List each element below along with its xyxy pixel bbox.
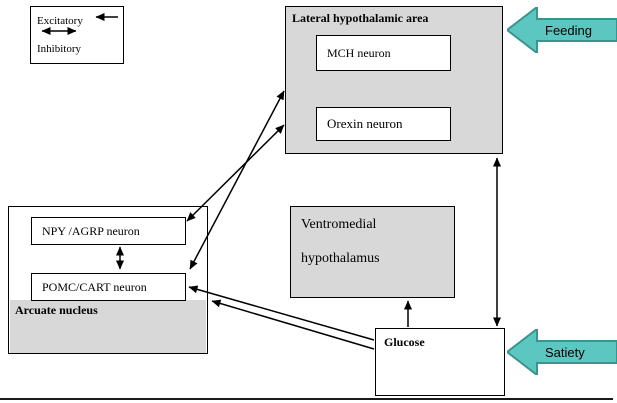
excitatory-label: Excitatory [37,15,83,27]
edge-glucose-arcuate [211,299,375,350]
npy-agrp-neuron-label: NPY /AGRP neuron [42,223,140,238]
pomc-cart-neuron-label: POMC/CART neuron [42,279,147,294]
orexin-neuron-box: Orexin neuron [316,107,451,141]
satiety-label: Satiety [545,345,585,360]
vmh-label-line2: hypothalamus [301,251,380,266]
inhibitory-label: Inhibitory [37,43,81,55]
mch-neuron-label: MCH neuron [327,45,391,60]
pomc-cart-neuron-box: POMC/CART neuron [31,273,186,301]
bottom-rule [0,398,613,400]
vmh-label-line1: Ventromedial [301,217,377,232]
satiety-arrow-shape [507,329,617,375]
feeding-arrow-shape [507,7,617,53]
arcuate-title: Arcuate nucleus [15,303,98,317]
npy-agrp-neuron-box: NPY /AGRP neuron [31,217,186,245]
glucose-label: Glucose [384,335,425,349]
arcuate-shade [10,300,206,353]
glucose-box: Glucose [375,328,505,396]
feeding-label: Feeding [545,23,592,38]
feeding-block-arrow: Feeding [507,7,617,53]
vmh-box: Ventromedial hypothalamus [290,206,455,298]
arcuate-box: NPY /AGRP neuron POMC/CART neuron Arcuat… [8,206,208,354]
orexin-neuron-label: Orexin neuron [327,116,403,131]
satiety-block-arrow: Satiety [507,329,617,375]
mch-neuron-box: MCH neuron [316,35,451,71]
lha-title: Lateral hypothalamic area [292,11,429,25]
legend-box: Excitatory Inhibitory [30,6,124,64]
lha-box: Lateral hypothalamic area MCH neuron Ore… [285,6,503,154]
